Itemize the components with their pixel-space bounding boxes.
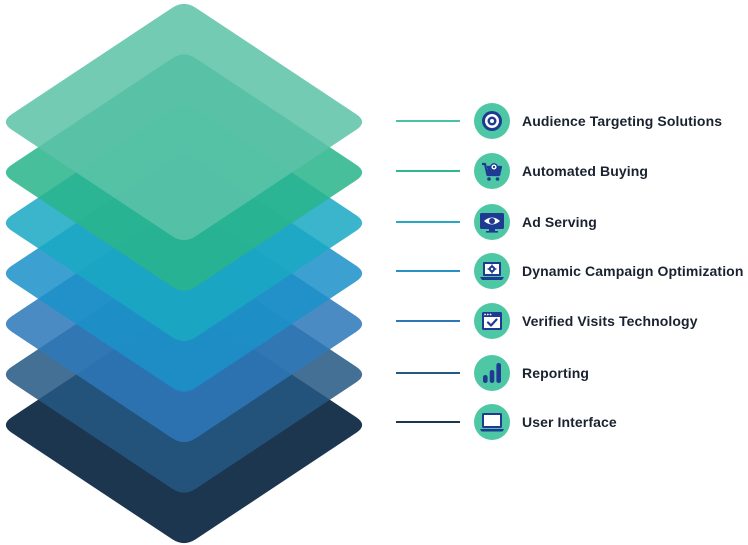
shopping-cart-icon — [474, 153, 510, 189]
laptop-gear-icon — [474, 253, 510, 289]
legend-row-automated-buying: Automated Buying — [396, 151, 648, 191]
eye-icon — [474, 204, 510, 240]
connector-line — [396, 170, 460, 172]
connector-line — [396, 372, 460, 374]
legend-label: Reporting — [522, 365, 590, 381]
legend-label: Automated Buying — [522, 163, 649, 179]
legend-row-reporting: Reporting — [396, 353, 589, 393]
connector-line — [396, 221, 460, 223]
layer-stack — [5, 3, 363, 544]
legend-row-dynamic-campaign: Dynamic Campaign Optimization — [396, 251, 744, 291]
legend-row-ad-serving: Ad Serving — [396, 202, 597, 242]
connector-line — [396, 421, 460, 423]
connector-line — [396, 320, 460, 322]
connector-line — [396, 270, 460, 272]
legend-label: Ad Serving — [522, 214, 597, 230]
target-icon — [474, 103, 510, 139]
monitor-icon — [474, 404, 510, 440]
legend-row-verified-visits: Verified Visits Technology — [396, 301, 698, 341]
legend-label: Audience Targeting Solutions — [522, 113, 723, 129]
legend-row-audience-targeting: Audience Targeting Solutions — [396, 101, 722, 141]
legend-label: Verified Visits Technology — [522, 313, 698, 329]
layer-audience-targeting-solutions — [5, 3, 363, 241]
connector-line — [396, 120, 460, 122]
legend-label: Dynamic Campaign Optimization — [522, 263, 744, 279]
legend-row-user-interface: User Interface — [396, 402, 617, 442]
legend-label: User Interface — [522, 414, 617, 430]
bar-chart-icon — [474, 355, 510, 391]
browser-check-icon — [474, 303, 510, 339]
